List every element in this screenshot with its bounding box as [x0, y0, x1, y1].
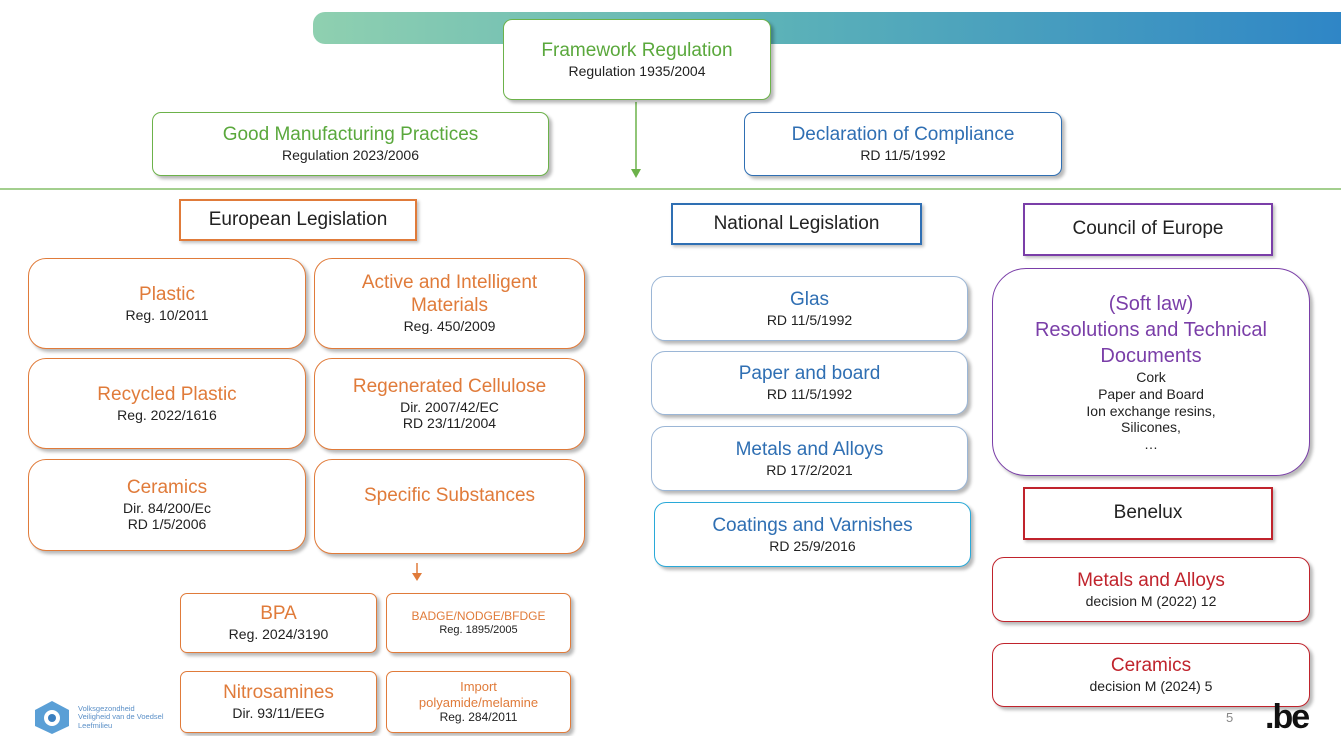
european-legislation-header: European Legislation	[179, 199, 417, 241]
benelux-header: Benelux	[1023, 487, 1273, 540]
national-legislation-header: National Legislation	[671, 203, 922, 245]
plastic-box: Plastic Reg. 10/2011	[28, 258, 306, 349]
specific-substances-box: Specific Substances	[314, 459, 585, 554]
badge-box: BADGE/NODGE/BFDGE Reg. 1895/2005	[386, 593, 571, 653]
ceramics-benelux-box: Ceramics decision M (2024) 5	[992, 643, 1310, 707]
declaration-sub: RD 11/5/1992	[860, 147, 946, 163]
active-intelligent-box: Active and Intelligent Materials Reg. 45…	[314, 258, 585, 349]
framework-sub: Regulation 1935/2004	[568, 62, 706, 79]
gmp-title: Good Manufacturing Practices	[222, 124, 479, 146]
nitrosamines-box: Nitrosamines Dir. 93/11/EEG	[180, 671, 377, 733]
coatings-varnishes-box: Coatings and Varnishes RD 25/9/2016	[654, 502, 971, 567]
metals-alloys-national-box: Metals and Alloys RD 17/2/2021	[651, 426, 968, 491]
ministry-logo-icon	[35, 701, 69, 734]
paper-board-box: Paper and board RD 11/5/1992	[651, 351, 968, 415]
specific-arrow-head	[412, 573, 422, 581]
declaration-box: Declaration of Compliance RD 11/5/1992	[744, 112, 1062, 176]
be-logo: .be	[1265, 698, 1310, 736]
ministry-logo-text: Volksgezondheid Veiligheid van de Voedse…	[78, 704, 164, 730]
regenerated-cellulose-box: Regenerated Cellulose Dir. 2007/42/EC RD…	[314, 358, 585, 450]
import-polyamide-box: Import polyamide/melamine Reg. 284/2011	[386, 671, 571, 733]
metals-alloys-benelux-box: Metals and Alloys decision M (2022) 12	[992, 557, 1310, 622]
recycled-plastic-box: Recycled Plastic Reg. 2022/1616	[28, 358, 306, 449]
header-gradient-bar	[313, 12, 1341, 44]
page-number: 5	[1226, 710, 1234, 725]
framework-title: Framework Regulation	[541, 39, 733, 61]
framework-arrow-head	[631, 169, 641, 178]
gmp-box: Good Manufacturing Practices Regulation …	[152, 112, 549, 176]
glas-box: Glas RD 11/5/1992	[651, 276, 968, 341]
soft-law-box: (Soft law) Resolutions and Technical Doc…	[992, 268, 1310, 476]
gmp-sub: Regulation 2023/2006	[281, 147, 419, 163]
framework-regulation-box: Framework Regulation Regulation 1935/200…	[503, 19, 771, 100]
ceramics-eu-box: Ceramics Dir. 84/200/Ec RD 1/5/2006	[28, 459, 306, 551]
council-of-europe-header: Council of Europe	[1023, 203, 1273, 256]
declaration-title: Declaration of Compliance	[791, 124, 1015, 146]
bpa-box: BPA Reg. 2024/3190	[180, 593, 377, 653]
